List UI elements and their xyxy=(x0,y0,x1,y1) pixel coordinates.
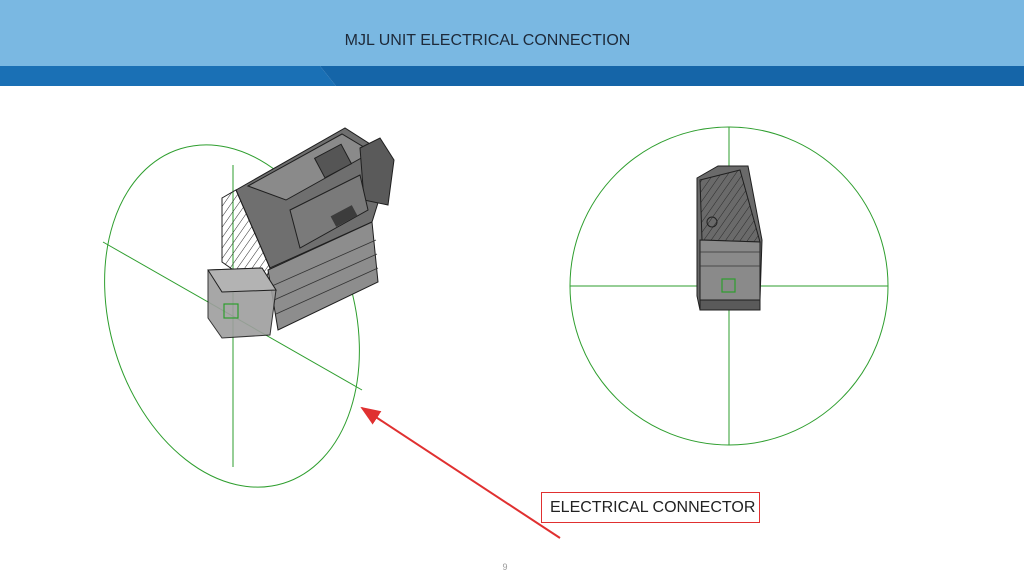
callout-label-box: ELECTRICAL CONNECTOR xyxy=(541,492,760,523)
slide-title: MJL UNIT ELECTRICAL CONNECTION xyxy=(344,32,631,49)
page-number: 9 xyxy=(502,562,508,572)
callout-label: ELECTRICAL CONNECTOR xyxy=(550,499,756,516)
side-connector-marker xyxy=(721,278,736,293)
header-accent-band xyxy=(0,66,1024,86)
slide-header: MJL UNIT ELECTRICAL CONNECTION xyxy=(0,0,1024,86)
callout-arrow xyxy=(360,406,561,539)
side-cad-model xyxy=(696,165,763,311)
isometric-connector-marker xyxy=(223,303,239,319)
side-view xyxy=(569,126,889,446)
isometric-cad-model xyxy=(207,127,395,339)
isometric-view xyxy=(102,127,395,488)
